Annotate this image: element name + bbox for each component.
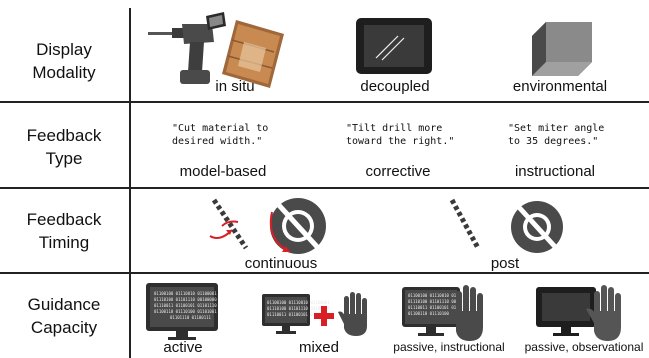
label-passive-instructional: passive, instructional bbox=[393, 340, 505, 354]
label-mixed: mixed bbox=[298, 339, 339, 356]
room-environment-icon bbox=[532, 22, 592, 76]
plus-icon bbox=[314, 306, 334, 326]
monitor-code-line: 01110100 01101110 00100000 bbox=[267, 306, 330, 311]
label-active: active bbox=[163, 339, 203, 356]
label-instructional: instructional bbox=[514, 163, 596, 180]
column-divider bbox=[129, 8, 131, 358]
label-passive-observational: passive, observational bbox=[524, 340, 644, 354]
row-divider-2 bbox=[0, 187, 649, 189]
row-label-feedback-type: Feedback Type bbox=[26, 126, 102, 168]
saw-blade-with-rotation-arrow-icon bbox=[269, 198, 326, 254]
drill-bit-icon bbox=[449, 198, 481, 250]
monitor-with-code-icon: 01100100 01110010 01100001 01110100 0110… bbox=[146, 283, 218, 340]
quote-corrective: "Tilt drill more toward the right." bbox=[346, 123, 455, 147]
blank-monitor-and-hand-icon bbox=[536, 285, 621, 341]
monitor-code-line: 01100110 01110100 01101001 bbox=[408, 311, 471, 316]
row-label-feedback-timing: Feedback Timing bbox=[26, 210, 102, 252]
quote-model-based: "Cut material to desired width." bbox=[172, 123, 269, 147]
wood-board-icon bbox=[222, 20, 284, 88]
monitor-code-line: 01110100 01101110 00100000 bbox=[408, 299, 471, 304]
monitor-code-line: 01100100 01110010 01100001 bbox=[154, 291, 217, 296]
monitor-code-line: 01110100 01101110 00100000 bbox=[154, 297, 217, 302]
small-monitor-with-code-icon: 01100100 01110010 01100001 01110100 0110… bbox=[262, 294, 330, 334]
quote-instructional: "Set miter angle to 35 degrees." bbox=[508, 123, 605, 147]
row-divider-1 bbox=[0, 101, 649, 103]
monitor-code-line: 01110011 01100101 01101110 bbox=[267, 312, 330, 317]
saw-blade-icon bbox=[511, 201, 563, 253]
monitor-code-line: 01100110 01110100 01101001 bbox=[154, 309, 217, 314]
row-divider-3 bbox=[0, 272, 649, 274]
label-decoupled: decoupled bbox=[360, 78, 430, 95]
row-label-display-modality: Display Modality bbox=[32, 40, 96, 82]
label-corrective: corrective bbox=[365, 163, 431, 180]
monitor-with-code-and-hand-icon: 01100100 01110010 01100001 01110100 0110… bbox=[402, 285, 483, 341]
hand-icon bbox=[338, 292, 367, 336]
monitor-code-line: 01110011 01100101 01101110 bbox=[154, 303, 217, 308]
monitor-code-line: 01110011 01100101 01101110 bbox=[408, 305, 471, 310]
row-label-guidance-capacity: Guidance Capacity bbox=[27, 295, 101, 337]
drill-bit-with-rotation-arrow-icon bbox=[209, 198, 249, 250]
label-model-based: model-based bbox=[179, 163, 267, 180]
label-post: post bbox=[490, 255, 520, 272]
monitor-code-line: 01100100 01110010 01100001 bbox=[267, 300, 330, 305]
monitor-code-line: 01101110 01100111 bbox=[170, 315, 212, 320]
tablet-icon bbox=[356, 18, 432, 74]
monitor-code-line: 01100100 01110010 01100001 bbox=[408, 293, 471, 298]
label-environmental: environmental bbox=[512, 78, 608, 95]
label-in-situ: in situ bbox=[215, 78, 255, 95]
label-continuous: continuous bbox=[244, 255, 318, 272]
drill-with-screen-icon bbox=[148, 12, 226, 84]
